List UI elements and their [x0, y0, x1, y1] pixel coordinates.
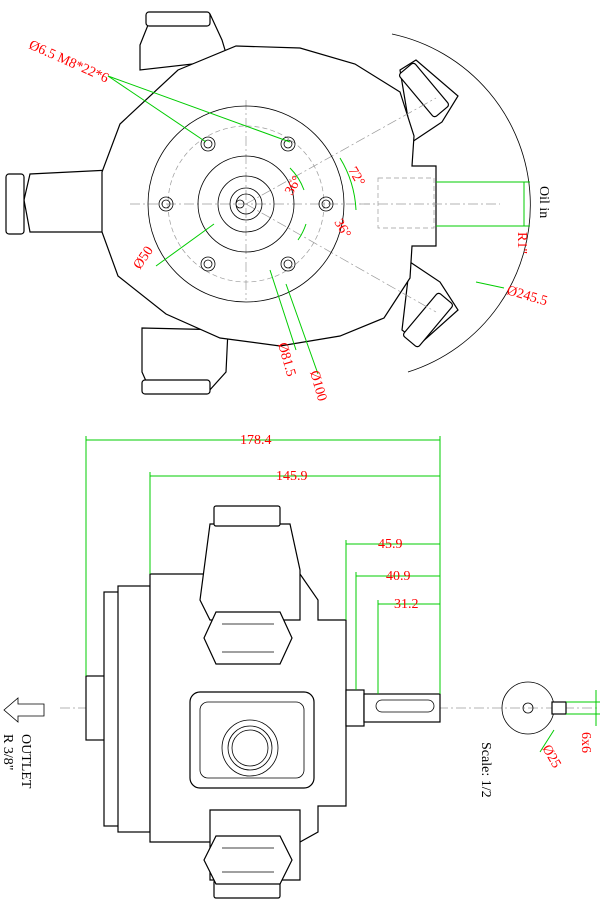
- outlet-label: OUTLET: [18, 734, 33, 789]
- flange-ring: [147, 105, 345, 303]
- side-port-frame: [189, 691, 315, 789]
- key-size-label: 6x6: [578, 732, 593, 753]
- inlet-label: Oil in: [536, 186, 551, 218]
- shaft-collar: [345, 689, 365, 727]
- hex-nut-top: [203, 611, 293, 665]
- side-view-dimension-lines: [85, 436, 600, 753]
- scale-label: Scale: 1/2: [478, 742, 493, 798]
- inlet-port: [360, 177, 500, 229]
- shaft-45-9-label: 45.9: [378, 537, 403, 552]
- hex-nut-bottom: [203, 835, 293, 885]
- shaft-40-9-label: 40.9: [386, 569, 411, 584]
- hub-inner: [217, 175, 275, 233]
- side-view: 178.4 145.9 45.9 40.9 31.2 Ø25 6x6 OUTLE…: [0, 433, 600, 899]
- pump-body-top: [101, 45, 437, 347]
- shaft-diameter-label: Ø25: [539, 743, 564, 771]
- shaft-31-2-label: 31.2: [394, 597, 419, 612]
- outlet-arrow-icon: [3, 697, 45, 723]
- holes-callout-label: Ø6.5 M8*22*6: [26, 38, 110, 87]
- top-view-dimension-lines: [107, 75, 530, 375]
- outlet-thread-label: R 3/8": [0, 734, 15, 770]
- inlet-thread-label: R1": [514, 232, 529, 254]
- diameter-100-label: Ø100: [306, 369, 329, 403]
- side-port: [221, 719, 279, 777]
- outer-arc: [391, 33, 531, 373]
- top-view: Ø6.5 M8*22*6 72° 36° 36° Ø50 Ø81.5 Ø100 …: [5, 11, 551, 403]
- bolt-holes: [158, 136, 334, 272]
- hub-outer: [197, 155, 295, 253]
- length-overall-label: 178.4: [240, 433, 272, 448]
- shaft-top: [229, 187, 263, 221]
- pump-arms: [5, 11, 459, 395]
- bolt-circle: [167, 125, 325, 283]
- diameter-245-5-label: Ø245.5: [505, 283, 549, 309]
- drive-shaft: [363, 693, 441, 723]
- length-body-label: 145.9: [276, 469, 308, 484]
